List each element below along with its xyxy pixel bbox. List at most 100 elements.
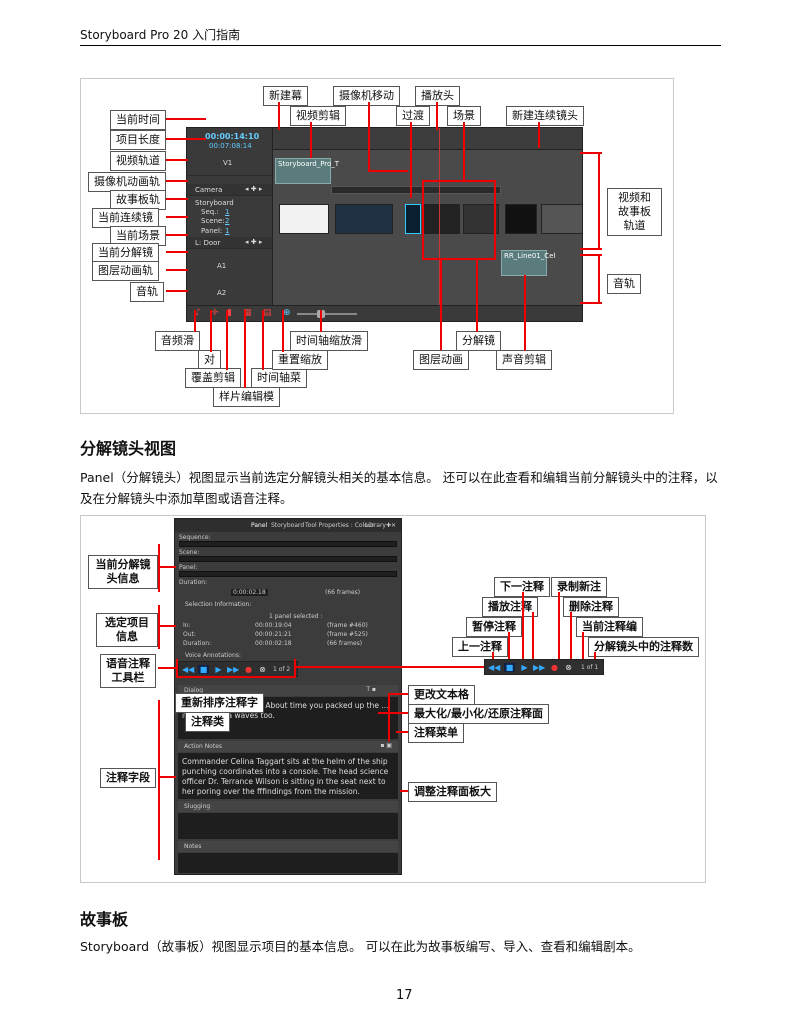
- label-animatic-edit: 样片编辑模: [213, 387, 280, 407]
- sel-out-frame: (frame #525): [327, 631, 368, 638]
- tab-library[interactable]: Library: [365, 522, 386, 529]
- next-annotation-icon[interactable]: ▶▶: [227, 665, 240, 674]
- zoom-slider[interactable]: [297, 313, 357, 315]
- sound-clip[interactable]: RR_Line01_Cel: [501, 250, 555, 276]
- leader-line: [580, 254, 602, 256]
- section-title-storyboard: 故事板: [80, 910, 129, 929]
- timeline-menu-icon[interactable]: ▤: [263, 308, 272, 318]
- label-scene: 场景: [447, 106, 481, 126]
- leader-line: [532, 612, 534, 659]
- timeline-toolbar: ♪ ✛ ▮ ▦ ▤ ⊕: [187, 305, 582, 321]
- stop-icon[interactable]: ■: [198, 665, 209, 674]
- snap-icon[interactable]: ✛: [211, 308, 219, 318]
- leader-line: [158, 605, 160, 649]
- scene-value[interactable]: 2: [225, 217, 230, 225]
- sequence-field[interactable]: [179, 541, 397, 547]
- camera-move-bar[interactable]: [331, 186, 501, 194]
- leader-line: [158, 667, 178, 669]
- play-icon[interactable]: ▶: [521, 663, 528, 672]
- label-audio-scrub: 音频滑: [155, 331, 200, 351]
- timeline-ruler[interactable]: [273, 128, 582, 150]
- note-menu-icon[interactable]: ▪ ▣: [380, 742, 392, 749]
- label-note-menu: 注释菜单: [408, 723, 464, 743]
- panel-label: Panel:: [201, 227, 223, 235]
- panel-field[interactable]: [179, 571, 397, 577]
- playhead[interactable]: [439, 128, 440, 308]
- sel-out-label: Out:: [183, 631, 196, 638]
- section-body-panel-view: Panel（分解镜头）视图显示当前选定分解镜头相关的基本信息。 还可以在此查看和…: [80, 470, 718, 506]
- action-notes-field[interactable]: Commander Celina Taggart sits at the hel…: [178, 753, 398, 799]
- leader-line: [524, 275, 526, 351]
- v1-label: V1: [223, 159, 233, 167]
- tab-storyboard[interactable]: Storyboard: [271, 522, 305, 529]
- notes-field[interactable]: [178, 853, 398, 873]
- camera-add-icon[interactable]: ◂ ✚ ▸: [245, 185, 263, 193]
- label-align: 对: [198, 350, 221, 370]
- panel-thumbnail[interactable]: [463, 204, 499, 234]
- label-new-scene: 新建幕: [263, 86, 308, 106]
- label-panel: 分解镜: [456, 331, 501, 351]
- tab-panel[interactable]: Panel: [251, 522, 268, 529]
- leader-line: [282, 310, 284, 352]
- delete-annotation-icon[interactable]: ⊗: [259, 665, 266, 674]
- overwrite-icon[interactable]: ▮: [227, 308, 232, 318]
- tab-add-icon[interactable]: ✚✕: [386, 522, 397, 529]
- layer-add-icon[interactable]: ◂ ✚ ▸: [245, 238, 263, 246]
- text-format-icon[interactable]: T ▪: [366, 686, 376, 693]
- project-length: 00:07:08:14: [209, 142, 252, 150]
- panel-thumbnail[interactable]: [505, 204, 537, 234]
- notes-label: Notes: [184, 843, 202, 850]
- panel-thumbnail[interactable]: [424, 204, 460, 234]
- animatic-icon[interactable]: ▦: [243, 308, 252, 318]
- record-icon[interactable]: ●: [551, 663, 558, 672]
- audio-scrub-icon[interactable]: ♪: [195, 308, 201, 318]
- prev-annotation-icon[interactable]: ◀◀: [488, 663, 501, 672]
- leader-line: [158, 625, 176, 627]
- panel-thumbnail[interactable]: [335, 204, 393, 234]
- voice-toolbar-zoomed: ◀◀ ■ ▶ ▶▶ ● ⊗ 1 of 1: [484, 659, 604, 675]
- leader-line: [166, 216, 188, 218]
- label-camera-anim-track: 摄像机动画轨: [88, 172, 166, 192]
- leader-line: [422, 258, 496, 260]
- slugging-field[interactable]: [178, 813, 398, 839]
- label-current-panel: 当前分解镜: [92, 243, 159, 263]
- seq-value[interactable]: 1: [225, 208, 230, 216]
- annotation-page: 1 of 2: [273, 666, 291, 673]
- play-icon[interactable]: ▶: [215, 665, 222, 674]
- leader-line: [582, 632, 584, 659]
- leader-line: [158, 566, 176, 568]
- panel-thumbnail[interactable]: [541, 204, 583, 234]
- scene-field[interactable]: [179, 556, 397, 562]
- leader-line: [158, 544, 160, 592]
- transition-marker[interactable]: [405, 204, 421, 234]
- panel-value[interactable]: 1: [225, 227, 230, 235]
- action-notes-header[interactable]: Action Notes▪ ▣: [178, 741, 398, 752]
- panel-thumbnail[interactable]: [279, 204, 329, 234]
- video-clip[interactable]: Storyboard_Pro_T: [275, 158, 339, 184]
- notes-header[interactable]: Notes: [178, 841, 398, 852]
- label-change-text: 更改文本格: [408, 685, 475, 705]
- duration-value[interactable]: 0:00:02.18: [231, 589, 268, 596]
- timeline-track-headers: 00:00:14:10 00:07:08:14 V1 Camera ◂ ✚ ▸ …: [187, 128, 273, 321]
- label-transition: 过渡: [396, 106, 430, 126]
- record-icon[interactable]: ●: [245, 665, 252, 674]
- label-reorder: 重新排序注释字: [175, 693, 264, 713]
- leader-line: [440, 260, 442, 350]
- slugging-header[interactable]: Slugging: [178, 801, 398, 812]
- label-layer-anim-track: 图层动画轨: [92, 261, 159, 281]
- reset-zoom-icon[interactable]: ⊕: [283, 308, 291, 318]
- leader-line: [463, 122, 465, 180]
- leader-line: [422, 180, 496, 182]
- label-storyboard-track: 故事板轨: [110, 190, 166, 210]
- leader-line: [166, 290, 188, 292]
- stop-icon[interactable]: ■: [504, 663, 515, 672]
- label-new-sequence: 新建连续镜头: [506, 106, 584, 126]
- tab-tool-properties[interactable]: Tool Properties : Colour: [305, 522, 375, 529]
- label-delete: 删除注释: [563, 597, 619, 617]
- next-annotation-icon[interactable]: ▶▶: [533, 663, 546, 672]
- prev-annotation-icon[interactable]: ◀◀: [182, 665, 195, 674]
- delete-annotation-icon[interactable]: ⊗: [565, 663, 572, 672]
- leader-line: [320, 310, 322, 332]
- label-layer-anim: 图层动画: [413, 350, 469, 370]
